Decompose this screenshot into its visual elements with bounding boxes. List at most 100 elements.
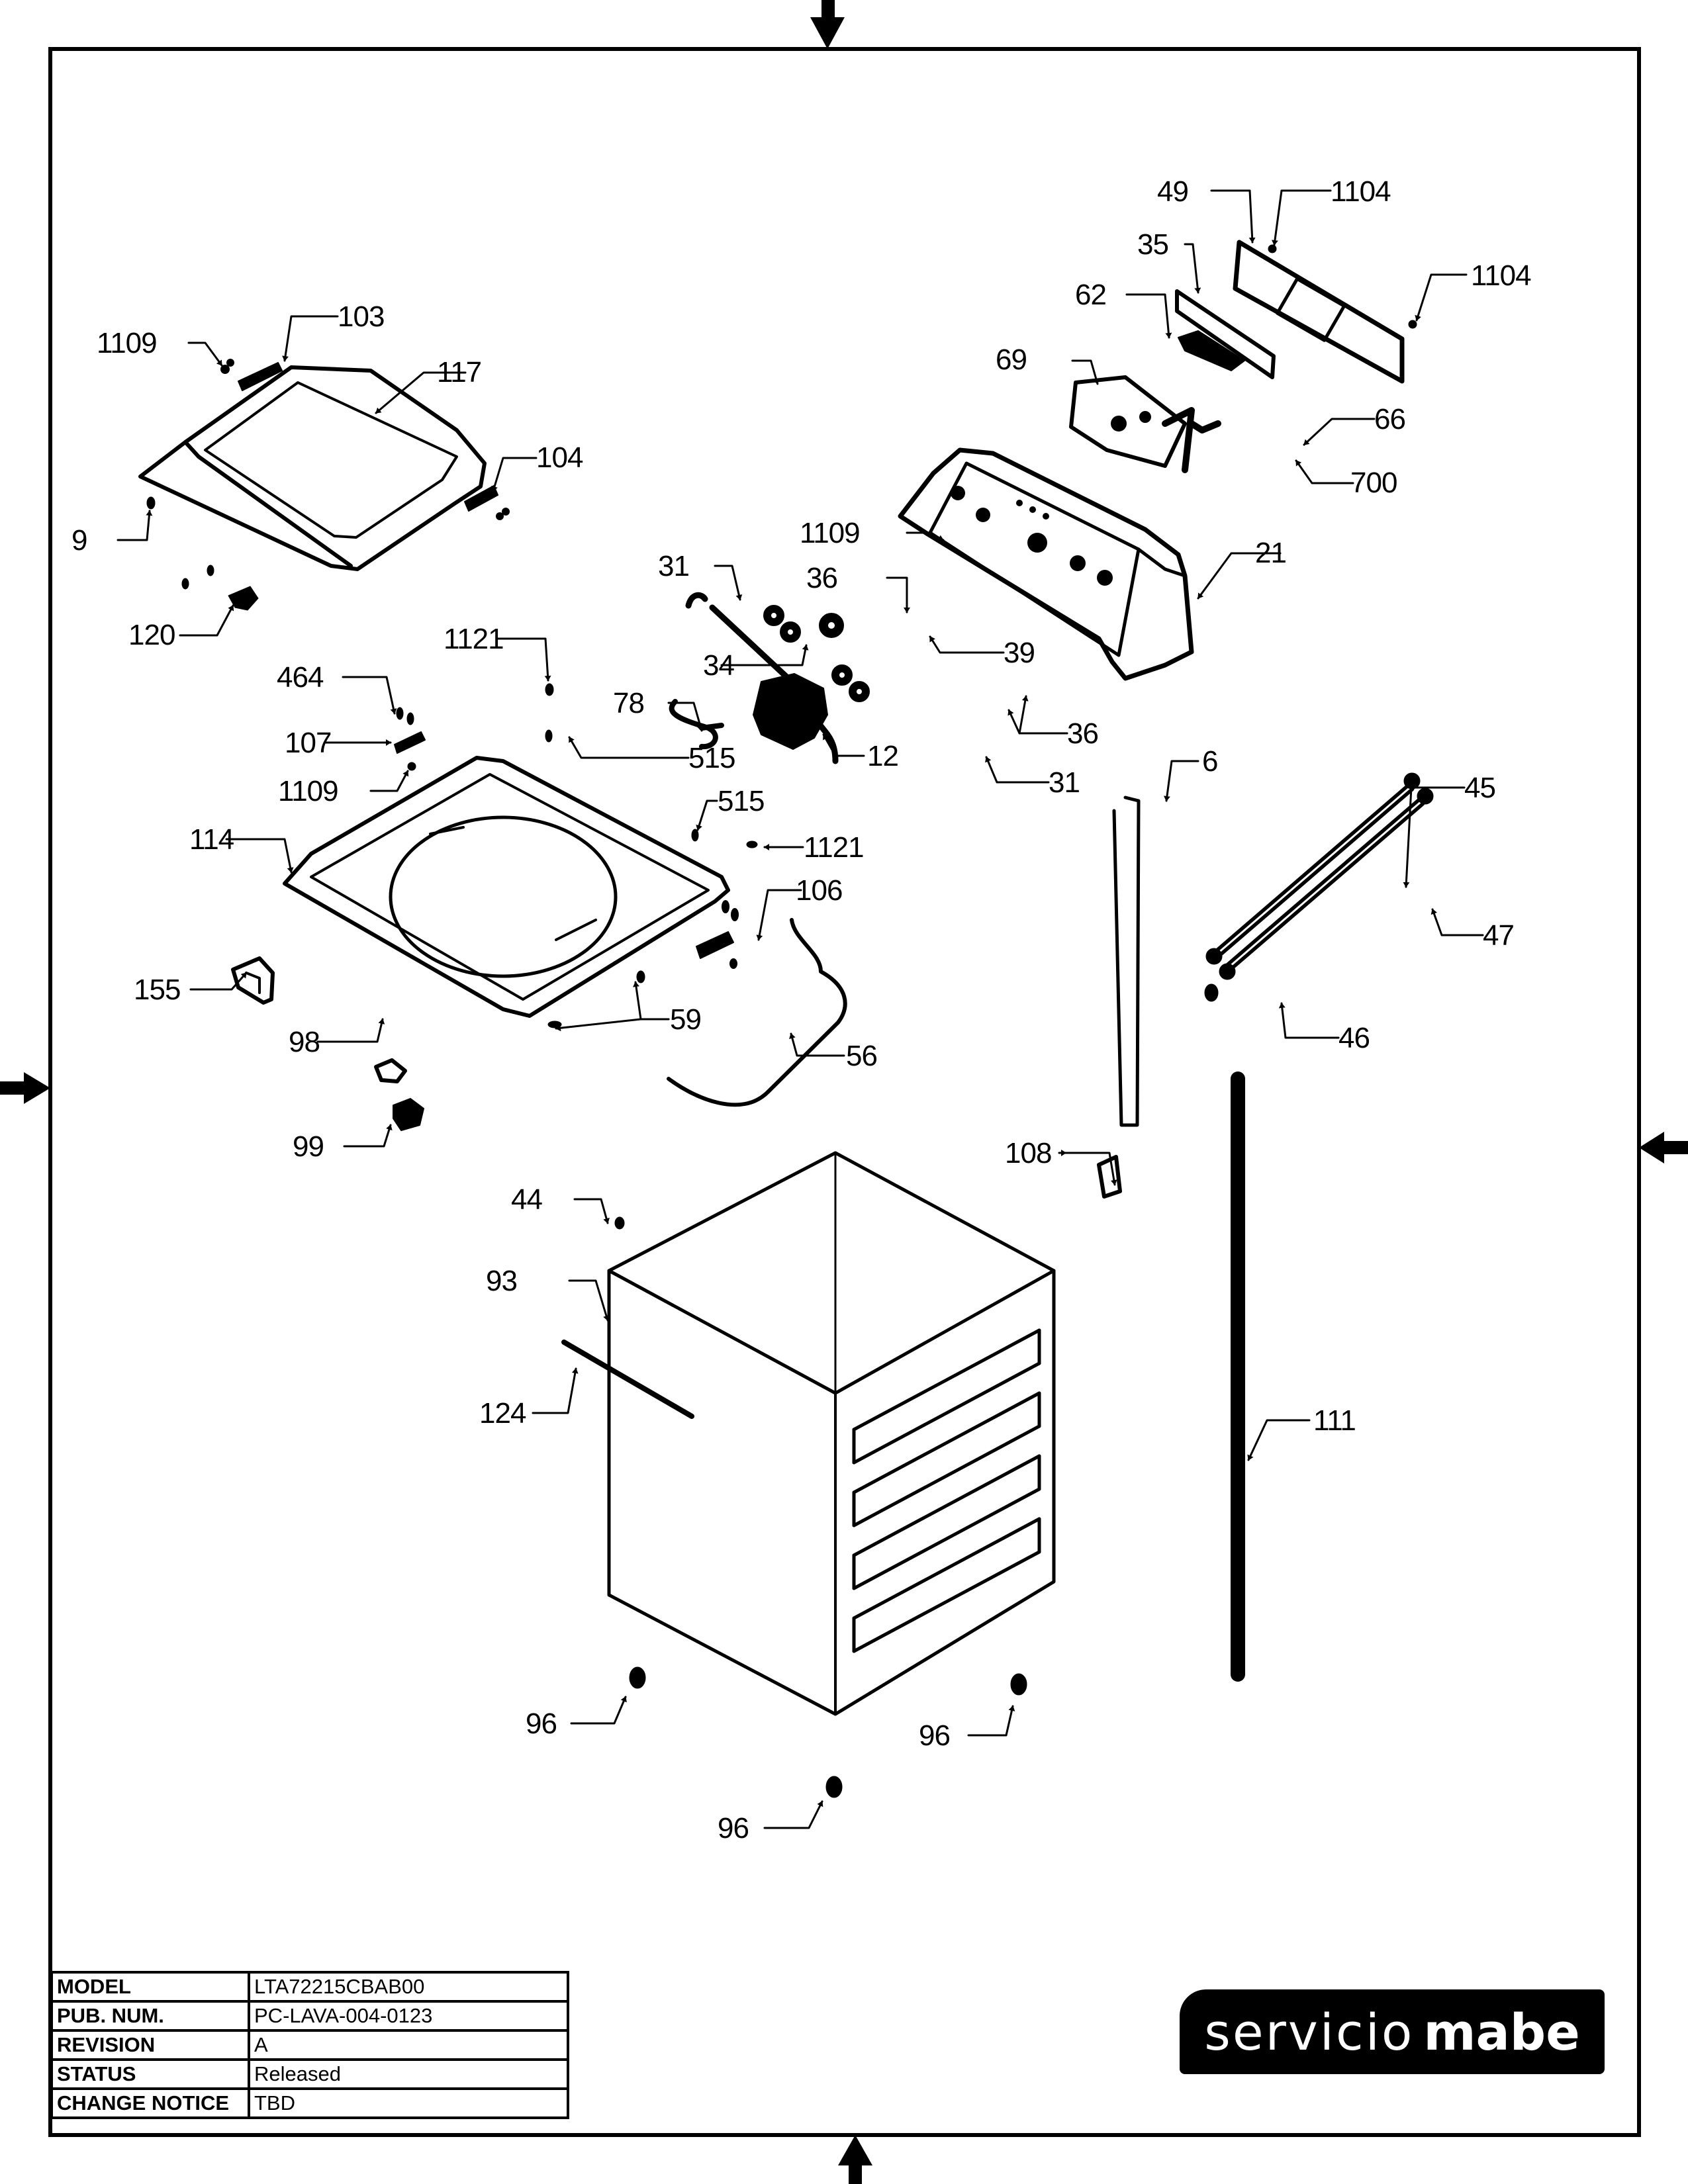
callout-515: 515 — [718, 785, 765, 817]
leader-lines — [117, 189, 1484, 1829]
registration-arrow-right — [1639, 1132, 1688, 1163]
callout-1109: 1109 — [278, 775, 339, 807]
part-56-hose — [667, 918, 847, 1107]
callout-96: 96 — [718, 1812, 749, 1844]
title-value: A — [248, 2029, 569, 2061]
callout-104: 104 — [536, 441, 583, 474]
title-row-model: MODEL LTA72215CBAB00 — [50, 1971, 569, 2003]
registration-arrow-top — [810, 0, 845, 49]
part-21-console — [898, 447, 1194, 681]
servicio-mabe-logo: servicio mabe — [1180, 1989, 1605, 2074]
part-39-knob — [819, 613, 844, 638]
title-block: MODEL LTA72215CBAB00 PUB. NUM. PC-LAVA-0… — [50, 1971, 569, 2119]
callout-44: 44 — [511, 1183, 543, 1216]
drawing-border — [48, 47, 1641, 2137]
callout-111: 111 — [1313, 1404, 1356, 1437]
logo-text-bold: mabe — [1423, 2002, 1580, 2062]
registration-arrow-left — [0, 1072, 50, 1104]
part-46-washer — [1204, 983, 1219, 1002]
part-36-knob-caps-b — [831, 664, 870, 702]
part-45-47-fill-hoses — [1205, 772, 1434, 980]
part-69-control-board — [1069, 375, 1187, 468]
callout-36: 36 — [1067, 717, 1099, 750]
callout-96: 96 — [919, 1719, 951, 1752]
callout-155: 155 — [134, 974, 181, 1006]
callout-9: 9 — [71, 524, 88, 557]
callout-108: 108 — [1005, 1137, 1052, 1169]
part-44-clip — [614, 1216, 625, 1230]
callout-99: 99 — [293, 1130, 324, 1163]
callout-69: 69 — [996, 343, 1027, 376]
part-106-switch — [696, 900, 739, 969]
title-value: TBD — [248, 2087, 569, 2119]
title-row-change-notice: CHANGE NOTICE TBD — [50, 2087, 569, 2119]
callout-78: 78 — [613, 687, 645, 719]
callout-96: 96 — [526, 1707, 557, 1740]
part-78-harness — [669, 699, 724, 750]
callout-117: 117 — [437, 356, 482, 388]
part-155-bracket — [231, 956, 275, 1005]
callout-1109: 1109 — [97, 327, 158, 359]
callout-464: 464 — [277, 661, 324, 694]
title-row-revision: REVISION A — [50, 2029, 569, 2061]
title-value: LTA72215CBAB00 — [248, 1971, 569, 2003]
callout-700: 700 — [1350, 467, 1397, 499]
title-key: CHANGE NOTICE — [50, 2087, 250, 2119]
logo-text-light: servicio — [1204, 2002, 1415, 2062]
part-104-hinge — [464, 485, 510, 520]
callout-47: 47 — [1483, 919, 1515, 952]
part-98-switch — [374, 1058, 407, 1083]
part-36-knob-caps-a — [763, 605, 801, 643]
callout-106: 106 — [796, 874, 843, 907]
part-93-cabinet — [607, 1151, 1056, 1716]
title-value: Released — [248, 2058, 569, 2090]
callout-93: 93 — [486, 1265, 518, 1297]
part-31-elbow-a — [685, 592, 708, 609]
title-row-status: STATUS Released — [50, 2058, 569, 2090]
callout-6: 6 — [1202, 745, 1219, 778]
title-key: REVISION — [50, 2029, 250, 2061]
callout-1104: 1104 — [1471, 259, 1532, 292]
part-35-overlay — [1175, 289, 1276, 379]
callout-1109: 1109 — [800, 517, 861, 549]
callout-21: 21 — [1255, 537, 1287, 569]
title-row-pub-num: PUB. NUM. PC-LAVA-004-0123 — [50, 2000, 569, 2032]
callout-46: 46 — [1338, 1022, 1370, 1054]
part-103-hinge — [220, 359, 283, 391]
part-124-trim — [561, 1340, 694, 1419]
registration-arrow-bottom — [838, 2135, 872, 2184]
title-key: STATUS — [50, 2058, 250, 2090]
callout-124: 124 — [479, 1397, 526, 1430]
part-99-switch — [393, 1098, 424, 1131]
callout-515: 515 — [688, 742, 735, 774]
callout-1121: 1121 — [804, 831, 865, 864]
part-96-feet — [629, 1666, 1027, 1798]
callout-45: 45 — [1464, 772, 1496, 804]
callout-39: 39 — [1004, 637, 1035, 669]
callout-36: 36 — [806, 562, 838, 594]
callout-12: 12 — [867, 740, 899, 772]
part-108-bracket — [1097, 1155, 1122, 1199]
callout-35: 35 — [1137, 228, 1169, 261]
part-62-switch-board — [1178, 330, 1245, 371]
callout-1121: 1121 — [444, 623, 504, 655]
part-9-bumper — [146, 496, 156, 510]
callout-34: 34 — [703, 649, 735, 682]
title-key: PUB. NUM. — [50, 2000, 250, 2032]
callout-98: 98 — [289, 1026, 320, 1058]
callout-59: 59 — [670, 1003, 702, 1036]
callout-49: 49 — [1157, 175, 1189, 208]
callout-107: 107 — [285, 727, 332, 759]
callout-114: 114 — [189, 823, 234, 856]
callout-1104: 1104 — [1331, 175, 1391, 208]
part-34-tube — [709, 604, 814, 702]
callout-56: 56 — [846, 1040, 878, 1072]
part-12-valve — [753, 673, 828, 750]
part-107-switch — [394, 731, 426, 754]
callout-31: 31 — [658, 550, 690, 582]
part-49-bezel — [1233, 240, 1405, 384]
part-117-lid — [138, 365, 487, 571]
title-key: MODEL — [50, 1971, 250, 2003]
title-value: PC-LAVA-004-0123 — [248, 2000, 569, 2032]
